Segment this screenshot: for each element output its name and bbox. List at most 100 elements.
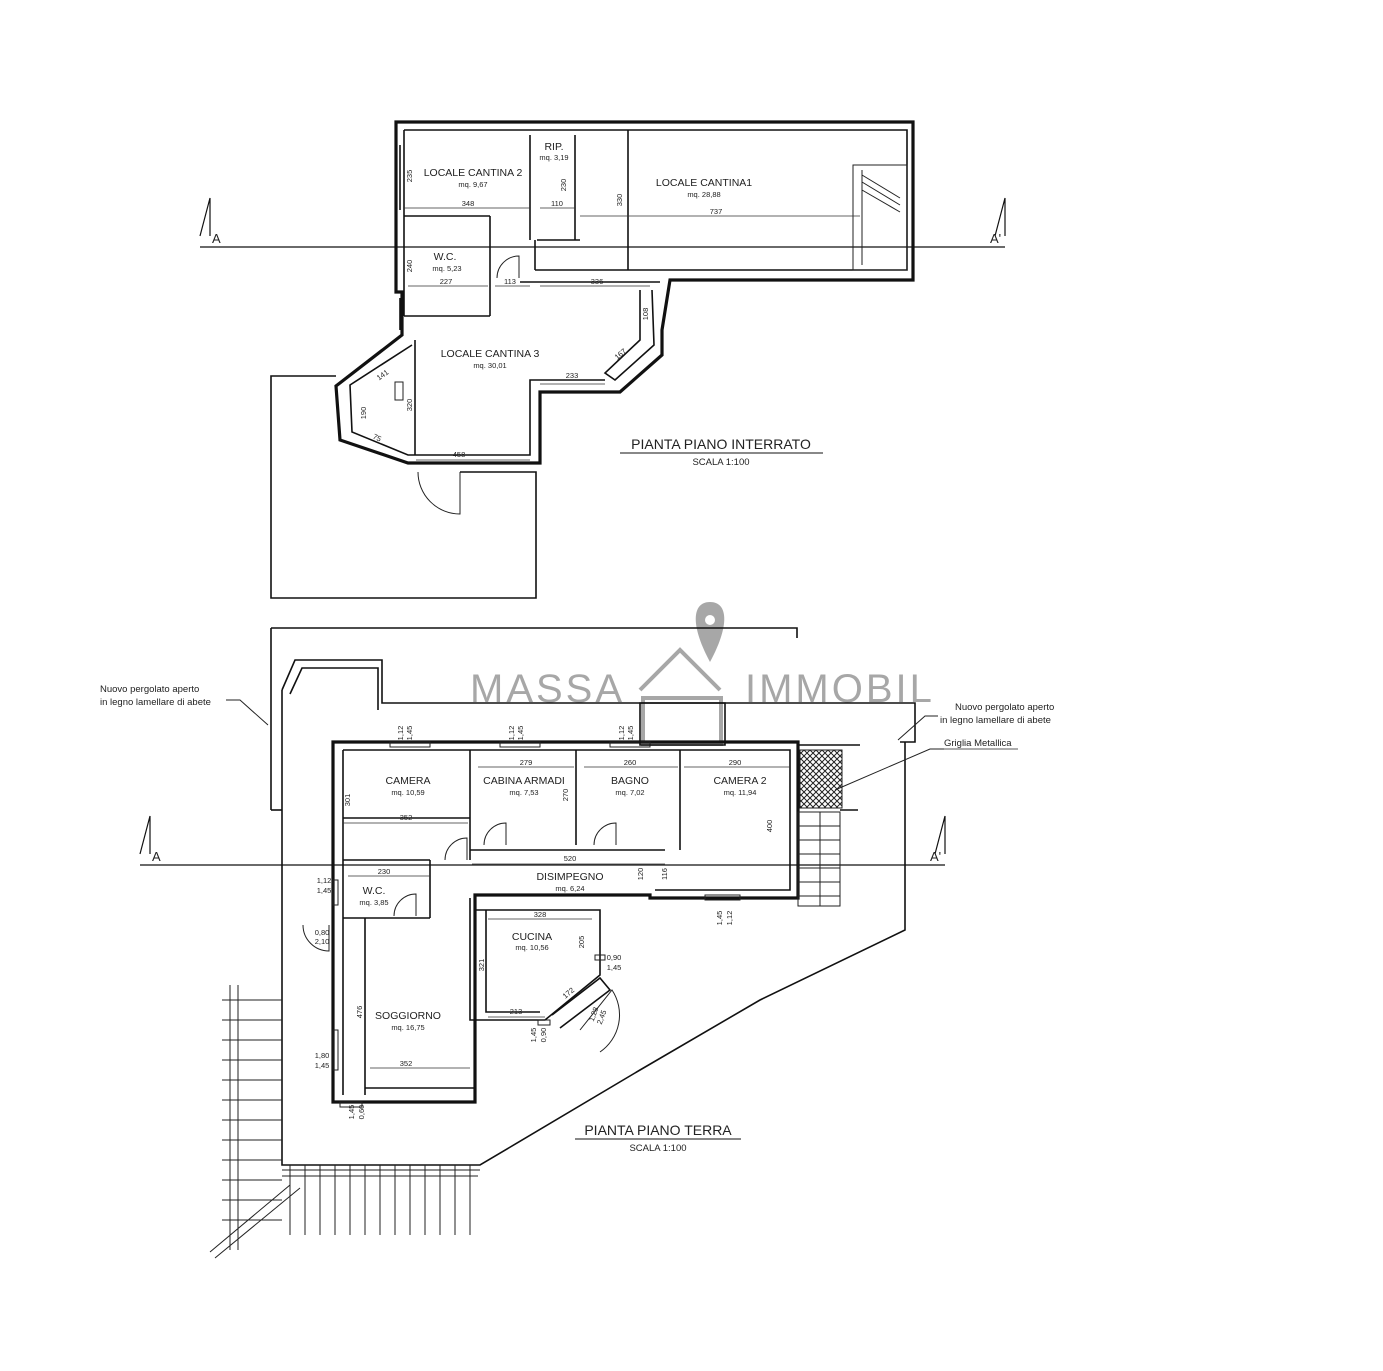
dim-label: 260 [624,758,637,767]
dim-label: 167 [613,347,628,362]
dim-label: 336 [591,277,604,286]
room-name-cantina2: LOCALE CANTINA 2 [424,167,523,179]
dim-label: 320 [405,399,414,412]
opening-height-label: 2,10 [315,937,330,946]
dim-label: 352 [400,1059,413,1068]
room-area-cantina1: mq. 28,88 [687,190,720,199]
room-area-disimpegno: mq. 6,24 [555,884,584,893]
opening-width-label: 1,12 [617,726,626,741]
opening-height-label: 1,45 [317,886,332,895]
brand-watermark: MASSA IMMOBIL [470,602,935,746]
room-name-ground-wc: W.C. [363,885,386,897]
dim-label: 233 [566,371,579,380]
opening-width-label: 0,80 [315,928,330,937]
room-area-camera: mq. 10,59 [391,788,424,797]
dim-label: 301 [343,794,352,807]
room-name-rip: RIP. [544,141,563,153]
dim-label: 227 [440,277,453,286]
ground-dimension-lines [343,766,790,1069]
dim-label: 321 [477,959,486,972]
dim-label: 400 [765,820,774,833]
room-name-cucina: CUCINA [512,931,552,943]
opening-height-label: 1,45 [607,963,622,972]
room-name-basement-wc: W.C. [434,251,457,263]
dim-label: 230 [378,867,391,876]
room-area-ground-wc: mq. 3,85 [359,898,388,907]
opening-width-label: 1,45 [529,1028,538,1043]
dim-label: 737 [710,207,723,216]
section-mark-left: A [212,231,221,246]
dim-label: 270 [561,789,570,802]
dim-label: 290 [729,758,742,767]
opening-height-label: 1,45 [516,726,525,741]
dim-label: 240 [405,260,414,273]
opening-width-label: 1,45 [715,911,724,926]
dim-label: 120 [636,868,645,881]
annotation-text: in legno lamellare di abete [940,715,1051,726]
opening-height-label: 1,12 [725,911,734,926]
opening-height-label: 1,45 [315,1061,330,1070]
house-pin-logo [638,602,725,746]
room-area-soggiorno: mq. 16,75 [391,1023,424,1032]
metal-grid-hatch [799,749,843,809]
opening-width-label: 0,90 [607,953,622,962]
dim-label: 110 [551,199,563,208]
dim-label: 235 [405,170,414,183]
dim-label: 352 [400,813,413,822]
dim-label: 348 [462,199,475,208]
opening-width-label: 1,12 [507,726,516,741]
room-area-basement-wc: mq. 5,23 [432,264,461,273]
room-area-rip: mq. 3,19 [539,153,568,162]
dim-label: 230 [559,179,568,192]
basement-walls [270,120,915,599]
section-line-basement: A A' [199,197,1006,248]
room-area-bagno: mq. 7,02 [615,788,644,797]
room-area-camera2: mq. 11,94 [724,788,757,797]
opening-width-label: 1,12 [317,876,332,885]
room-name-disimpegno: DISIMPEGNO [536,871,603,883]
basement-plan-title: PIANTA PIANO INTERRATO [631,436,811,452]
pergola-slats [209,985,480,1259]
ground-plan-title: PIANTA PIANO TERRA [584,1122,732,1138]
brand-name-right: IMMOBIL [745,667,935,711]
room-name-camera: CAMERA [386,775,431,787]
section-mark-right: A' [990,231,1001,246]
basement-plan: A A' [199,120,1006,599]
annotation-text: Nuovo pergolato aperto [100,684,199,695]
dim-label: 458 [453,450,466,459]
annotation-metal-grid: Griglia Metallica [834,738,1018,791]
ground-plan-scale: SCALA 1:100 [629,1143,686,1154]
ground-walls [302,702,860,1108]
opening-height-label: 1,45 [626,726,635,741]
dim-label: 75 [371,432,382,444]
section-line-ground: A A' [139,815,946,866]
annotation-pergola-left: Nuovo pergolato aperto in legno lamellar… [100,684,269,726]
room-name-bagno: BAGNO [611,775,649,787]
opening-height-label: 1,45 [405,726,414,741]
room-name-cantina1: LOCALE CANTINA1 [656,177,752,189]
ground-floor-plan: A A' [100,627,1054,1259]
section-mark-right: A' [930,849,941,864]
annotation-text: Griglia Metallica [944,738,1012,749]
dim-label: 205 [577,936,586,949]
basement-plan-scale: SCALA 1:100 [692,457,749,468]
basement-dimension-lines [404,207,860,461]
opening-width-label: 1,12 [396,726,405,741]
opening-width-label: 1,80 [315,1051,330,1060]
dim-label: 279 [520,758,533,767]
opening-height-label: 0,90 [539,1028,548,1043]
room-area-cantina2: mq. 9,67 [458,180,487,189]
dim-label: 116 [660,868,669,880]
section-mark-left: A [152,849,161,864]
opening-width-label: 1,45 [347,1105,356,1120]
dim-label: 141 [375,368,390,383]
annotation-text: in legno lamellare di abete [100,697,211,708]
dim-label: 476 [355,1006,364,1019]
ground-outer-outline [209,627,916,1259]
room-name-cantina3: LOCALE CANTINA 3 [441,348,540,360]
opening-height-label: 0,60 [357,1105,366,1120]
room-area-cucina: mq. 10,56 [515,943,548,952]
dim-label: 330 [615,194,624,207]
dim-label: 108 [641,308,650,321]
